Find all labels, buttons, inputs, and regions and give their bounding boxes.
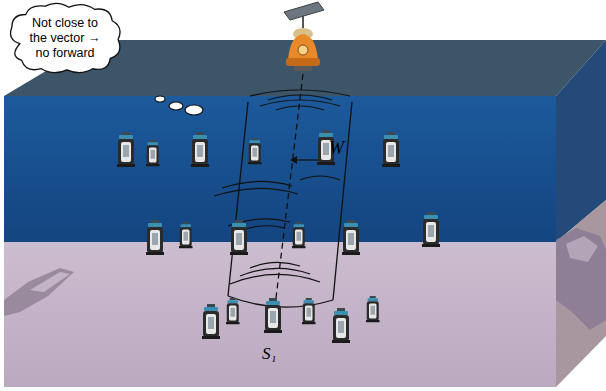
source-node-label: S₁ bbox=[262, 344, 276, 364]
signal-waves bbox=[214, 90, 350, 284]
sensor-nodes bbox=[117, 130, 440, 343]
routing-pipe bbox=[228, 74, 352, 307]
rock bbox=[4, 268, 74, 316]
cloud-text: Not close to the vector → no forward bbox=[24, 16, 106, 61]
rock bbox=[30, 272, 70, 292]
thought-cloud: Not close to the vector → no forward bbox=[6, 2, 124, 75]
thought-bubbles bbox=[155, 96, 203, 115]
water-column bbox=[4, 96, 556, 242]
seabed-side bbox=[556, 200, 606, 387]
rock bbox=[556, 228, 606, 330]
rock bbox=[566, 236, 598, 262]
dimension-label: W bbox=[329, 138, 344, 159]
surface-buoy bbox=[284, 2, 324, 71]
